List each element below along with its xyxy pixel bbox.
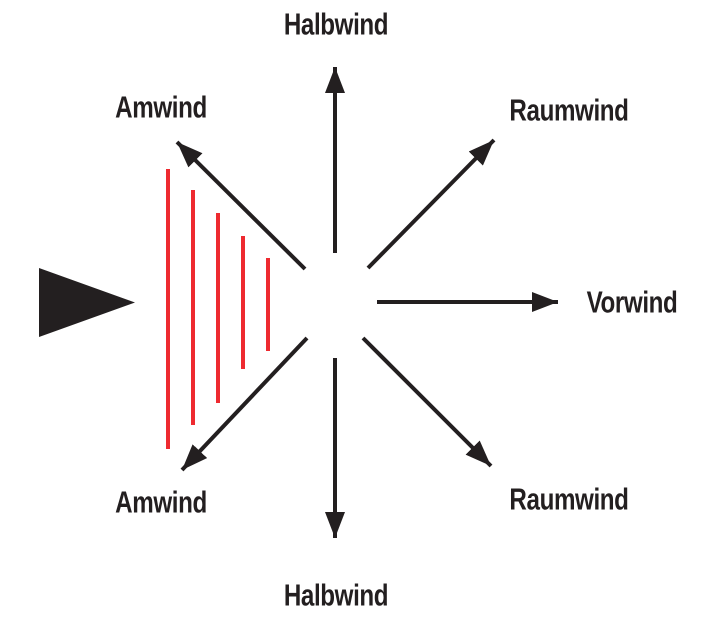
wind-direction-triangle-icon	[39, 268, 135, 337]
label-vorwind: Vorwind	[586, 284, 678, 320]
arrow-raumwind-bottom	[361, 336, 493, 468]
no-go-zone-hatch	[166, 169, 270, 449]
label-amwind-top: Amwind	[115, 89, 207, 125]
label-raumwind-top: Raumwind	[509, 92, 629, 128]
label-halbwind-top: Halbwind	[283, 6, 389, 42]
label-amwind-bottom: Amwind	[115, 484, 207, 520]
course-arrows	[175, 67, 558, 538]
arrow-amwind-top	[175, 140, 307, 271]
label-halbwind-bottom: Halbwind	[283, 577, 389, 613]
label-raumwind-bottom: Raumwind	[509, 481, 629, 517]
arrow-amwind-bottom	[180, 336, 309, 472]
arrow-raumwind-top	[366, 138, 496, 270]
